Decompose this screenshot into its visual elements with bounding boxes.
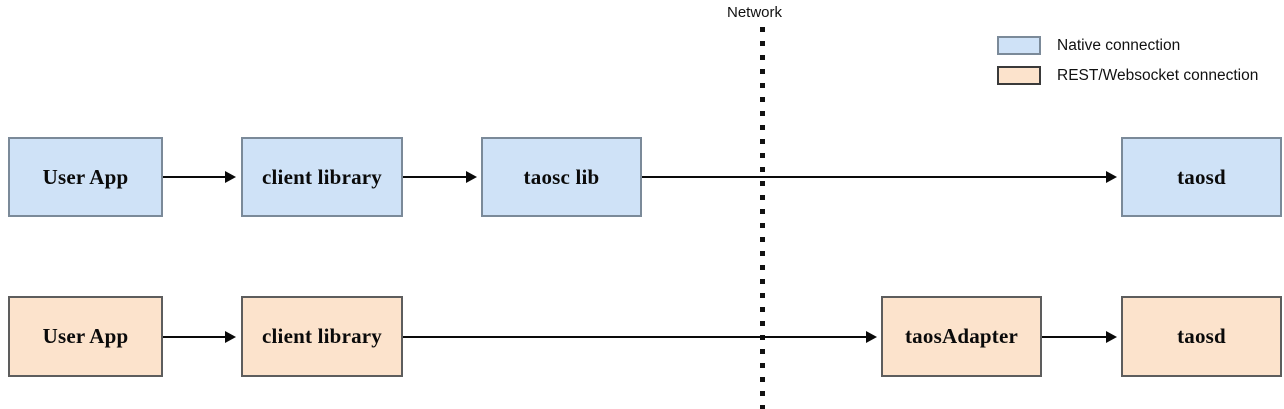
legend-label-native: Native connection (1057, 36, 1181, 54)
arrowhead-rest-clientlibrary-to-taosadapter (866, 331, 877, 343)
node-native-taosd[interactable]: taosd (1121, 137, 1282, 217)
arrowhead-rest-userapp-to-clientlibrary (225, 331, 236, 343)
arrowhead-rest-taosadapter-to-taosd (1106, 331, 1117, 343)
edge-native-userapp-to-clientlibrary (163, 176, 225, 178)
legend-item-rest: REST/Websocket connection (997, 66, 1258, 85)
edge-rest-userapp-to-clientlibrary (163, 336, 225, 338)
legend-swatch-rest-icon (997, 66, 1041, 85)
node-native-user-app[interactable]: User App (8, 137, 163, 217)
node-rest-client-library[interactable]: client library (241, 296, 403, 377)
node-rest-taosd[interactable]: taosd (1121, 296, 1282, 377)
node-native-taosc-lib[interactable]: taosc lib (481, 137, 642, 217)
node-rest-taosadapter[interactable]: taosAdapter (881, 296, 1042, 377)
network-divider-label: Network (727, 4, 783, 21)
edge-rest-clientlibrary-to-taosadapter (403, 336, 866, 338)
legend-swatch-native-icon (997, 36, 1041, 55)
node-rest-user-app[interactable]: User App (8, 296, 163, 377)
arrowhead-native-taosc-to-taosd (1106, 171, 1117, 183)
arrowhead-native-userapp-to-clientlibrary (225, 171, 236, 183)
legend-item-native: Native connection (997, 36, 1180, 55)
edge-native-taosc-to-taosd (642, 176, 1106, 178)
legend-label-rest: REST/Websocket connection (1057, 66, 1259, 84)
edge-native-clientlibrary-to-taosc (403, 176, 466, 178)
arrowhead-native-clientlibrary-to-taosc (466, 171, 477, 183)
network-divider-line (760, 27, 765, 409)
edge-rest-taosadapter-to-taosd (1042, 336, 1106, 338)
node-native-client-library[interactable]: client library (241, 137, 403, 217)
